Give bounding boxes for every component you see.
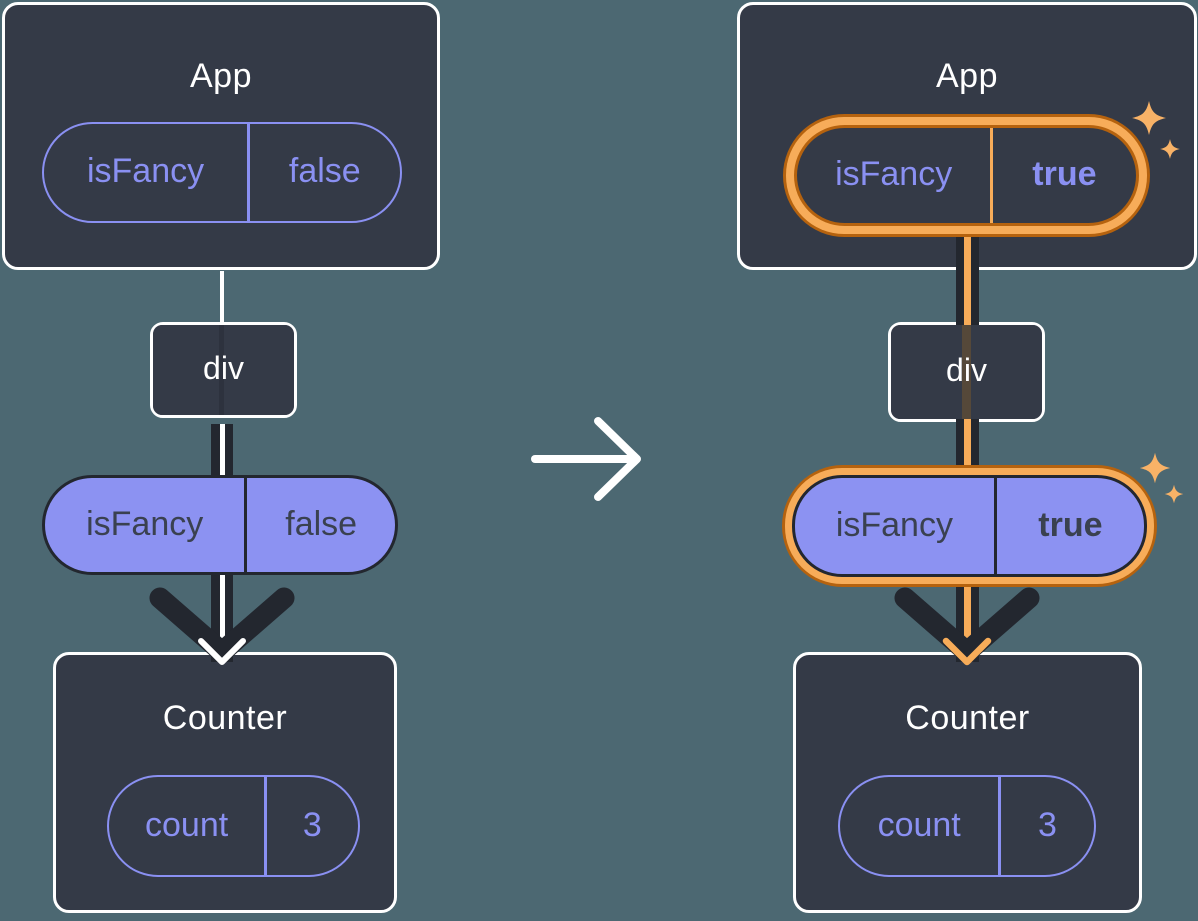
pill-highlight-ring: isFancy true — [786, 117, 1147, 234]
pill-divider — [990, 128, 993, 223]
flow-line-ghost-right — [962, 325, 971, 419]
pill-highlight-ring: isFancy true — [785, 468, 1154, 584]
prop-value: true — [1032, 155, 1097, 193]
sparkles-icon-prop — [1139, 452, 1184, 504]
passed-prop-pill-left: isFancy false — [42, 475, 398, 575]
counter-title-right: Counter — [905, 699, 1030, 737]
app-title-left: App — [190, 57, 252, 95]
flow-line-ghost-left — [219, 325, 224, 415]
div-label-right: div — [946, 352, 987, 389]
pill-divider — [264, 777, 267, 875]
pill-divider — [247, 124, 250, 221]
connector-app-div-left — [220, 271, 224, 323]
state-value: 3 — [1037, 805, 1057, 844]
div-label-left: div — [203, 350, 244, 387]
prop-name: isFancy — [835, 505, 953, 544]
transition-arrow-right-icon — [531, 417, 641, 501]
div-box-overlay-right: div — [891, 325, 1042, 419]
div-box-overlay-left: div — [153, 325, 294, 415]
prop-value: false — [285, 504, 358, 543]
counter-title-left: Counter — [162, 699, 288, 737]
app-prop-pill-left: isFancy false — [42, 122, 402, 223]
prop-name: isFancy — [835, 155, 953, 193]
app-prop-pill-right: isFancy true — [783, 114, 1150, 237]
arrowhead-down-icon-left — [149, 587, 295, 665]
state-pill-left: count 3 — [107, 775, 360, 877]
prop-name: isFancy — [86, 152, 205, 190]
prop-value: true — [1038, 505, 1103, 544]
state-name: count — [145, 805, 229, 844]
passed-prop-pill-right: isFancy true — [782, 465, 1157, 587]
prop-name: isFancy — [86, 504, 204, 543]
pill-divider — [244, 478, 248, 572]
state-pill-right: count 3 — [838, 775, 1096, 877]
pill-divider — [998, 777, 1001, 875]
pill-highlight-ring-outer: isFancy true — [782, 465, 1157, 587]
state-name: count — [877, 805, 961, 844]
pill-highlight-ring-outer: isFancy true — [783, 114, 1150, 237]
state-value: 3 — [302, 805, 322, 844]
arrowhead-down-icon-right — [894, 587, 1040, 666]
pill-divider — [993, 478, 997, 574]
prop-value: false — [288, 152, 361, 190]
prop-flow-stripe-right — [963, 232, 971, 653]
pill-highlight-ring-inner: isFancy true — [794, 125, 1139, 226]
app-title-right: App — [936, 57, 998, 95]
sparkles-icon-app — [1132, 101, 1180, 159]
